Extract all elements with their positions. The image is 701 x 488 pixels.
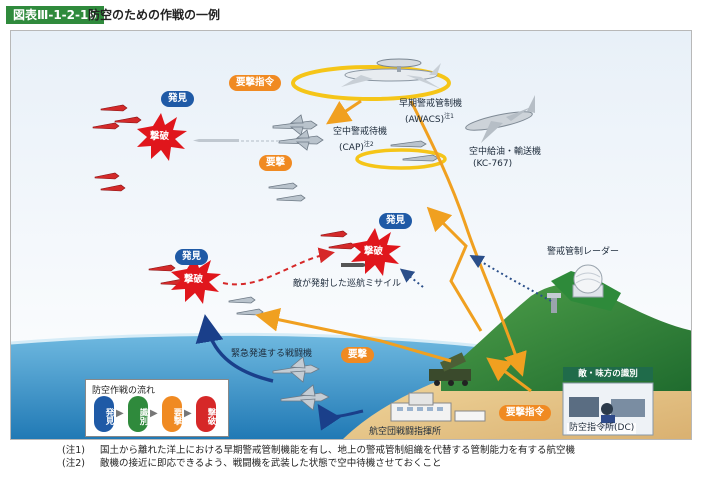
cap-label: 空中警戒待機 — [333, 127, 387, 138]
kill-label-2: 撃破 — [184, 274, 204, 285]
sector-label: 航空団戦闘指揮所 — [369, 427, 442, 437]
antenna-icon — [547, 293, 561, 313]
missile-launcher-icon — [429, 352, 471, 386]
detect-pill-1: 発見 — [161, 91, 195, 107]
cruise-missile-label: 敵が発射した巡航ミサイル — [293, 279, 402, 289]
tanker-abbr-label: (KC-767) — [473, 159, 512, 170]
command-buildings-icon — [390, 392, 486, 422]
footnotes: (注1) 国土から離れた洋上における早期警戒管制機能を有し、地上の警戒管制組織を代… — [62, 444, 692, 470]
footnote-1-number: (注1) — [62, 445, 85, 456]
radar-detection-arrow — [469, 254, 552, 302]
tanker-plane-icon — [465, 95, 535, 143]
intercept-pill-mid: 要撃 — [341, 347, 375, 363]
flow-arrow-2: ▶ — [150, 408, 158, 419]
intercept-order-pill-bottom: 要撃指令 — [499, 405, 552, 421]
horizon-line — [11, 332, 482, 348]
flow-title: 防空作戦の流れ — [92, 386, 156, 396]
figure-header: 図表Ⅲ-1-2-16 防空のための作戦の一例 — [0, 0, 701, 28]
cap-name: 空中警戒待機 — [333, 127, 388, 137]
cap-note-mark: 注2 — [363, 141, 374, 148]
kill-burst-3 — [351, 228, 401, 276]
awacs-name: 早期警戒管制機 — [399, 99, 463, 109]
footnote-1-text: 国土から離れた洋上における早期警戒管制機能を有し、地上の警戒管制組織を代替する管… — [100, 445, 576, 456]
dc-order-arrow — [486, 357, 532, 393]
awacs-plane-icon — [341, 58, 441, 89]
cap-orbit-ring — [355, 148, 447, 170]
detect-pill-3: 発見 — [379, 213, 413, 229]
flow-legend: 防空作戦の流れ 発見 ▶ 識別 ▶ 要撃 ▶ 撃破 — [85, 379, 229, 437]
ground-order-zigzag-arrow — [426, 206, 483, 332]
tanker-name: 空中給油・輸送機 — [469, 147, 542, 157]
order-to-fighters-arrow — [255, 307, 452, 363]
order-to-cap-arrow — [326, 99, 362, 125]
tanker-label: 空中給油・輸送機 — [469, 147, 541, 158]
kill-label-1: 撃破 — [150, 131, 170, 142]
diagram-frame: 早期警戒管制機 (AWACS)注1 空中警戒待機 (CAP)注2 空中給油・輸送… — [10, 30, 692, 440]
scramble-arrow — [195, 314, 274, 383]
footnote-1: (注1) 国土から離れた洋上における早期警戒管制機能を有し、地上の警戒管制組織を代… — [62, 444, 692, 457]
intercept-missile-icon — [193, 139, 239, 142]
figure-title: 防空のための作戦の一例 — [88, 8, 221, 22]
intercept-pill-cap: 要撃 — [259, 155, 293, 171]
awacs-note-mark: 注1 — [444, 113, 454, 120]
awacs-abbr: (AWACS) — [405, 115, 445, 125]
radar-dome-icon — [572, 264, 604, 298]
scramble-label: 緊急発進する戦闘機 — [231, 349, 313, 359]
cap-abbr-label: (CAP)注2 — [339, 139, 374, 154]
cap-fighters-icon — [272, 114, 439, 162]
footnote-2-number: (注2) — [62, 458, 85, 469]
flow-arrow-3: ▶ — [184, 408, 192, 419]
flow-step-kill: 撃破 — [196, 396, 216, 432]
footnote-2: (注2) 敵機の接近に即応できるよう、戦闘機を武装した状態で空中待機させておくこと — [62, 457, 692, 470]
cap-abbr: (CAP) — [339, 143, 364, 153]
awacs-orbit-ring — [291, 65, 451, 101]
enemy-planes-icon — [92, 104, 356, 286]
missile-intercept-path — [399, 268, 424, 288]
awacs-label: 早期警戒管制機 — [399, 99, 462, 110]
dc-header: 敵・味方の識別 — [563, 367, 653, 381]
figure-number-badge: 図表Ⅲ-1-2-16 — [6, 6, 104, 24]
enemy-route-arrow — [222, 247, 335, 286]
kill-burst-2 — [171, 256, 221, 304]
sector-to-fighters-arrow — [317, 404, 364, 431]
kill-label-3: 撃破 — [364, 246, 384, 257]
dc-panel: 敵・味方の識別 — [563, 367, 653, 427]
dc-label: 防空指令所(DC) — [567, 423, 637, 434]
flow-step-intercept: 要撃 — [162, 396, 182, 432]
footnote-2-text: 敵機の接近に即応できるよう、戦闘機を武装した状態で空中待機させておくこと — [100, 458, 442, 469]
kill-burst-1 — [137, 113, 187, 161]
detect-pill-2: 発見 — [175, 249, 209, 265]
flow-step-detect: 発見 — [94, 396, 114, 432]
awacs-abbr-label: (AWACS)注1 — [405, 111, 454, 126]
flow-arrow-1: ▶ — [116, 408, 124, 419]
flow-step-identify: 識別 — [128, 396, 148, 432]
intercept-order-pill-top: 要撃指令 — [229, 75, 282, 91]
awacs-to-ground-arrow — [409, 100, 527, 377]
tanker-abbr: (KC-767) — [473, 159, 513, 169]
radar-label: 警戒管制レーダー — [547, 247, 620, 257]
scramble-fighters-icon — [272, 356, 330, 411]
cruise-missile-icon — [341, 263, 369, 267]
